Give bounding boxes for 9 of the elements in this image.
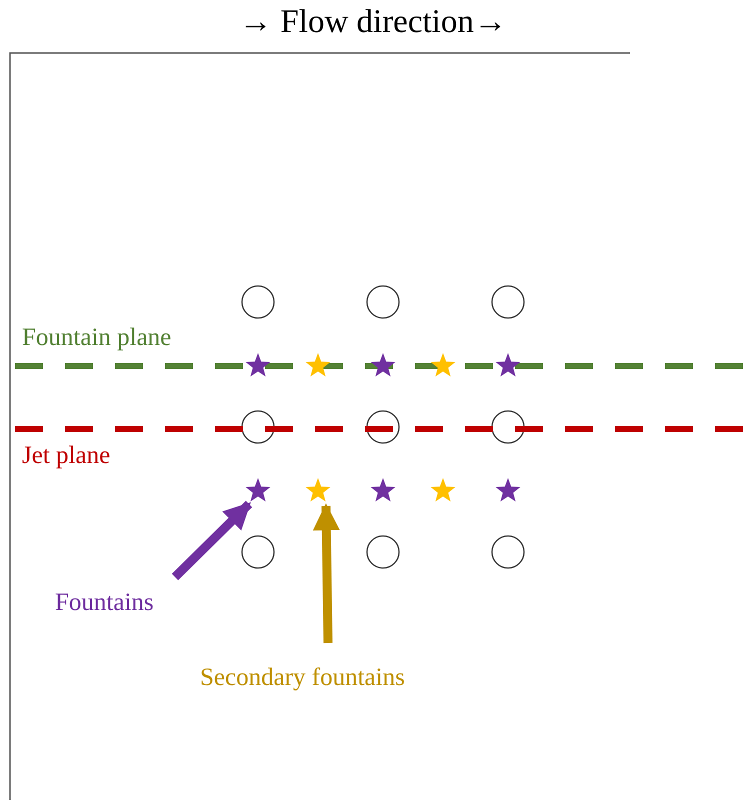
star-icon	[306, 478, 330, 502]
title: → Flow direction→	[238, 6, 508, 39]
plane-label: Fountain plane	[22, 325, 172, 350]
arrow	[312, 503, 340, 644]
callout-text: Secondary fountains	[200, 665, 405, 690]
star-icon	[246, 478, 270, 502]
arrow	[172, 500, 252, 580]
callout-text: Fountains	[55, 590, 154, 615]
plane-label: Jet plane	[22, 443, 110, 468]
